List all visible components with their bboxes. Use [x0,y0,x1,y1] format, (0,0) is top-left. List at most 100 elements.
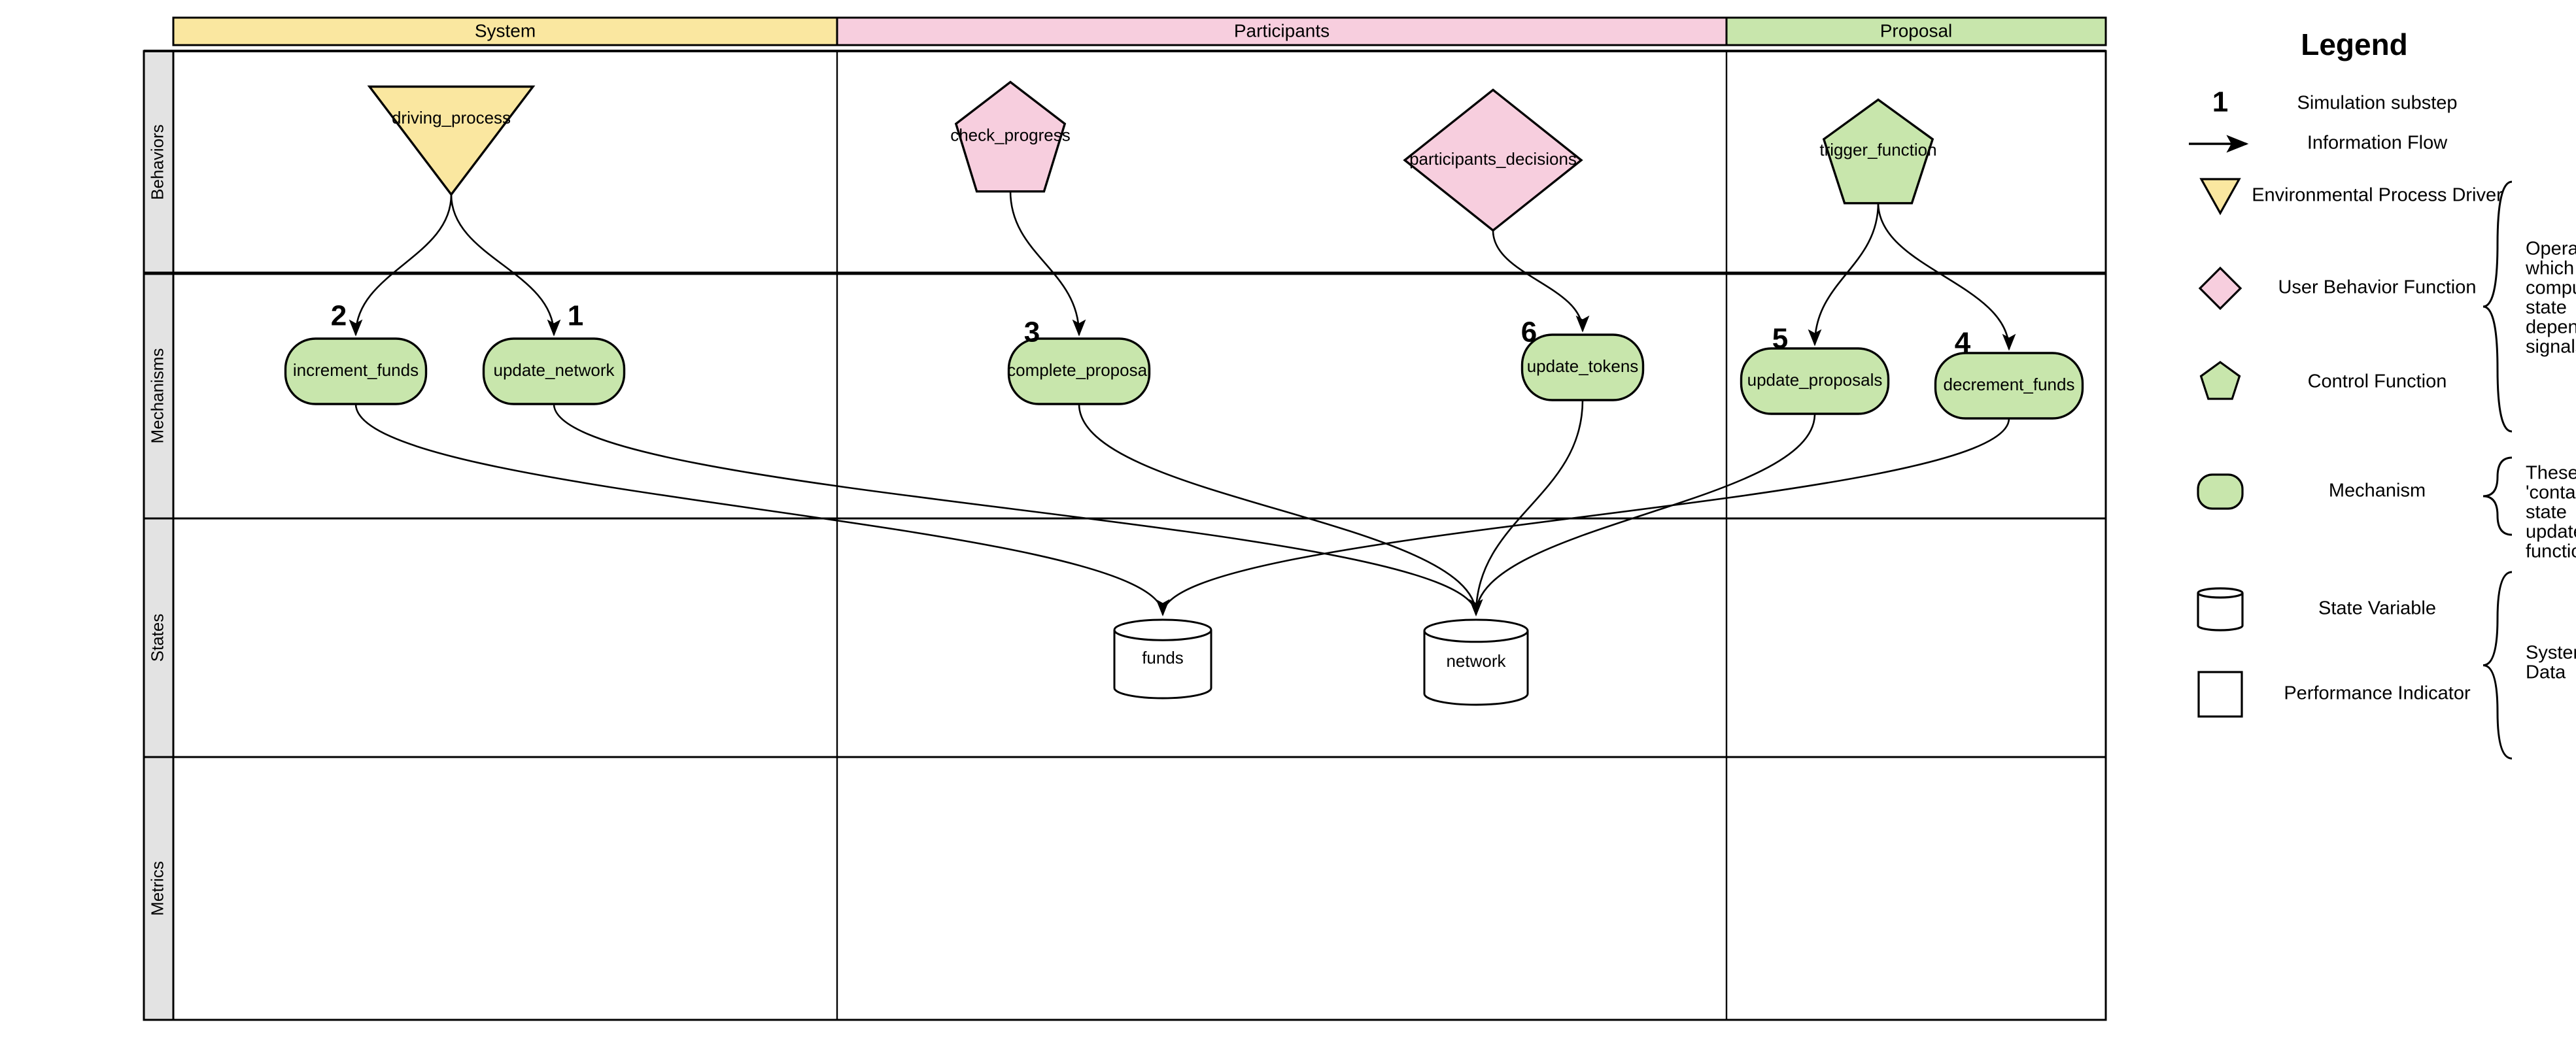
node-shape [1007,337,1151,405]
edge-update_tokens-to-network [1469,399,1584,616]
node-funds[interactable]: funds [1113,618,1212,700]
legend-brace-line: state [2526,297,2567,318]
row-header-label: Metrics [147,861,167,916]
legend-brace-line: Operators [2526,239,2576,260]
substep-numbers: 2 1 3 6 5 4 [331,300,1971,359]
edge-driving_process-to-increment_funds [349,194,453,337]
column-header-label: Participants [1234,20,1330,41]
edge-decrement_funds-to-funds [1156,418,2010,616]
node-label: trigger_function [1819,140,1936,160]
row-header-states: States [147,614,167,662]
column-headers: System Participants Proposal [172,16,2107,46]
edge-trigger_function-to-decrement_funds [1877,202,2016,351]
rect-icon [2197,671,2243,718]
legend-brace-line: which [2525,258,2574,279]
node-shape [1403,88,1583,232]
edge-check_progress-to-complete_proposal [1009,190,1086,337]
row-header-label: Mechanisms [147,348,167,444]
row-header-label: Behaviors [147,124,167,200]
node-trigger_function[interactable]: trigger_function [1819,98,1937,205]
column-header-proposal: Proposal [1725,16,2107,46]
node-update_proposals[interactable]: update_proposals [1740,347,1890,415]
substep-number: 4 [1955,327,1971,359]
legend-item-state-variable: State Variable [2197,587,2436,632]
edge-trigger_function-to-update_proposals [1808,202,1880,346]
node-label: check_progress [950,126,1071,145]
row-header-mechanisms: Mechanisms [147,348,167,444]
legend-brace-line: 'contain' [2526,482,2576,503]
node-complete_proposal[interactable]: complete_proposal [1007,337,1151,405]
node-label: update_tokens [1527,356,1639,376]
node-label: driving_process [392,108,511,127]
legend-brace-state-update-brace: These'contain'stateupdatefunctions [2482,456,2576,562]
edge-update_proposals-to-network [1469,413,1816,616]
node-participants_decisions[interactable]: participants_decisions [1403,88,1583,232]
pentagon-icon [2199,361,2241,400]
node-label: decrement_funds [1944,375,2075,394]
legend-item-label: Environmental Process Driver [2252,185,2503,206]
substep-number: 6 [1521,316,1537,348]
column-header-system: System [172,16,838,46]
brace-icon [2482,456,2513,536]
cylinder-icon [2197,587,2244,632]
legend-brace-line: state [2526,502,2567,523]
rounded-rect-icon [2197,473,2244,510]
legend-title: Legend [2301,27,2408,61]
legend-brace-line: compute [2526,278,2576,299]
legend-brace-system-data-brace: SystemData [2482,571,2576,760]
edge-update_network-to-network [553,403,1483,616]
substep-number: 5 [1772,323,1788,355]
edge-participants_decisions-to-update_tokens [1492,230,1590,333]
node-driving_process[interactable]: driving_process [367,85,536,197]
diamond-icon [2198,266,2242,311]
node-label: participants_decisions [1409,149,1577,169]
legend-item-label: Information Flow [2307,133,2448,154]
node-network[interactable]: network [1423,618,1529,706]
legend-item-performance-indicator: Performance Indicator [2197,671,2471,718]
legend-brace-line: functions [2526,541,2576,562]
legend-item-information-flow: Information Flow [2189,133,2448,154]
node-label: funds [1142,648,1184,667]
legend-item-label: State Variable [2318,598,2436,619]
node-shape [367,85,536,197]
grid [143,50,2107,1021]
node-update_tokens[interactable]: update_tokens [1520,333,1645,401]
node-label: network [1446,651,1506,671]
legend-brace-operators-brace: Operatorswhichcomputestatedependentsigna… [2482,180,2576,433]
substep-number: 2 [331,300,347,332]
substep-number: 3 [1024,316,1040,348]
legend-item-environmental-process-driver: Environmental Process Driver [2199,178,2503,216]
nodes: driving_process check_progress participant… [284,80,2084,706]
node-label: update_network [493,360,615,380]
cylinder-top-icon [2197,592,2244,599]
triangle-down-icon [2199,178,2241,216]
node-label: update_proposals [1747,370,1883,390]
legend-item-label: Control Function [2308,371,2447,392]
legend-brace-line: System [2526,643,2576,664]
brace-icon [2482,180,2513,433]
node-shape [1822,98,1934,205]
node-increment_funds[interactable]: increment_funds [284,337,428,405]
legend-brace-line: signals [2526,337,2576,358]
node-shape [1520,333,1645,401]
legend-brace-line: These [2526,463,2576,484]
substep-number: 1 [568,300,583,332]
node-decrement_funds[interactable]: decrement_funds [1934,352,2084,420]
edges [349,190,2016,616]
legend-substep-number: 1 [2212,86,2228,118]
row-header-metrics: Metrics [147,861,167,916]
legend-item-label: User Behavior Function [2278,277,2476,298]
row-header-cell [143,273,174,519]
legend-item-label: Performance Indicator [2284,683,2471,704]
column-header-label: System [475,20,536,41]
legend-item-mechanism: Mechanism [2197,473,2426,510]
node-check_progress[interactable]: check_progress [950,80,1071,193]
node-update_network[interactable]: update_network [482,337,626,405]
edge-driving_process-to-update_network [450,194,561,337]
brace-icon [2482,571,2513,760]
